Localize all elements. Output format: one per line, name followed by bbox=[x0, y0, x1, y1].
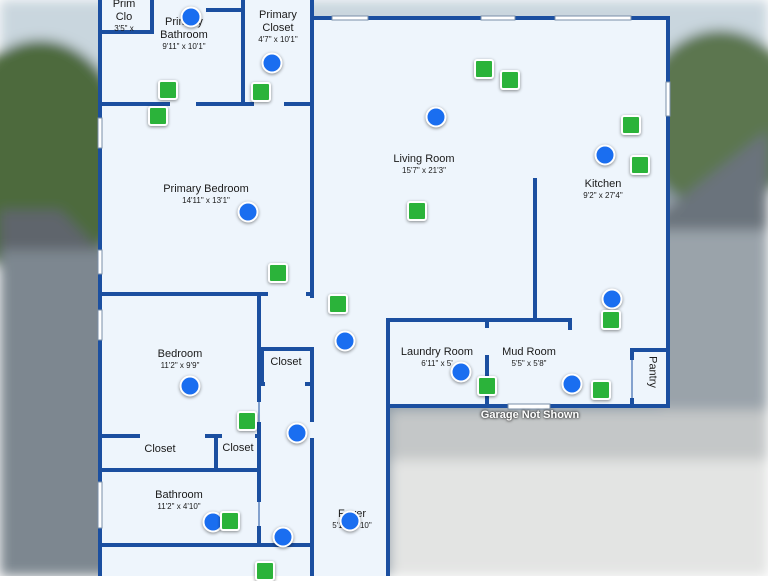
photo-marker[interactable] bbox=[477, 376, 497, 396]
panorama-marker[interactable] bbox=[594, 144, 616, 166]
photo-marker[interactable] bbox=[591, 380, 611, 400]
photo-marker[interactable] bbox=[268, 263, 288, 283]
panorama-marker[interactable] bbox=[179, 375, 201, 397]
floor-fill bbox=[100, 0, 668, 576]
photo-marker[interactable] bbox=[251, 82, 271, 102]
photo-marker[interactable] bbox=[474, 59, 494, 79]
panorama-marker[interactable] bbox=[339, 510, 361, 532]
photo-marker[interactable] bbox=[237, 411, 257, 431]
panorama-marker[interactable] bbox=[561, 373, 583, 395]
panorama-marker[interactable] bbox=[261, 52, 283, 74]
photo-marker[interactable] bbox=[500, 70, 520, 90]
panorama-marker[interactable] bbox=[180, 6, 202, 28]
photo-marker[interactable] bbox=[601, 310, 621, 330]
photo-marker[interactable] bbox=[621, 115, 641, 135]
panorama-marker[interactable] bbox=[286, 422, 308, 444]
panorama-marker[interactable] bbox=[334, 330, 356, 352]
panorama-marker[interactable] bbox=[601, 288, 623, 310]
photo-marker[interactable] bbox=[407, 201, 427, 221]
garage-note: Garage Not Shown bbox=[480, 409, 580, 421]
panorama-marker[interactable] bbox=[425, 106, 447, 128]
photo-marker[interactable] bbox=[328, 294, 348, 314]
panorama-marker[interactable] bbox=[237, 201, 259, 223]
photo-marker[interactable] bbox=[158, 80, 178, 100]
photo-marker[interactable] bbox=[148, 106, 168, 126]
doors bbox=[140, 101, 635, 526]
photo-marker[interactable] bbox=[630, 155, 650, 175]
panorama-marker[interactable] bbox=[450, 361, 472, 383]
windows bbox=[97, 15, 671, 529]
photo-marker[interactable] bbox=[220, 511, 240, 531]
photo-marker[interactable] bbox=[255, 561, 275, 581]
panorama-marker[interactable] bbox=[272, 526, 294, 548]
